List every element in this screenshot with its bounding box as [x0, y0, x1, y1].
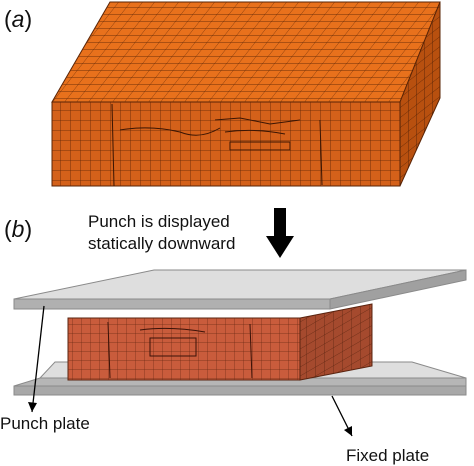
specimen-front-mesh [68, 318, 300, 380]
punch-plate-label: Punch plate [0, 414, 90, 433]
specimen-irregular-zones [107, 321, 253, 379]
panel-label-b: (b) [4, 216, 33, 242]
punch-plate-leader [31, 305, 45, 413]
compression-setup-b [13, 269, 467, 437]
punch-plate-side [329, 269, 467, 310]
fixed-plate-front [13, 385, 467, 396]
mesh-irregular-zones [111, 103, 323, 187]
panel-label-a: (a) [4, 6, 33, 32]
block-front-mesh [52, 102, 400, 186]
specimen-side-mesh [300, 304, 372, 380]
punch-caption-line1: Punch is displayed [88, 212, 230, 231]
meshed-block-a [51, 1, 441, 187]
punch-plate-front [13, 298, 331, 310]
fixed-plate-label: Fixed plate [346, 446, 430, 465]
block-top-mesh [52, 2, 440, 102]
downward-arrow [266, 208, 294, 258]
block-side-mesh [400, 2, 440, 186]
punch-caption-line2: statically downward [88, 234, 236, 253]
